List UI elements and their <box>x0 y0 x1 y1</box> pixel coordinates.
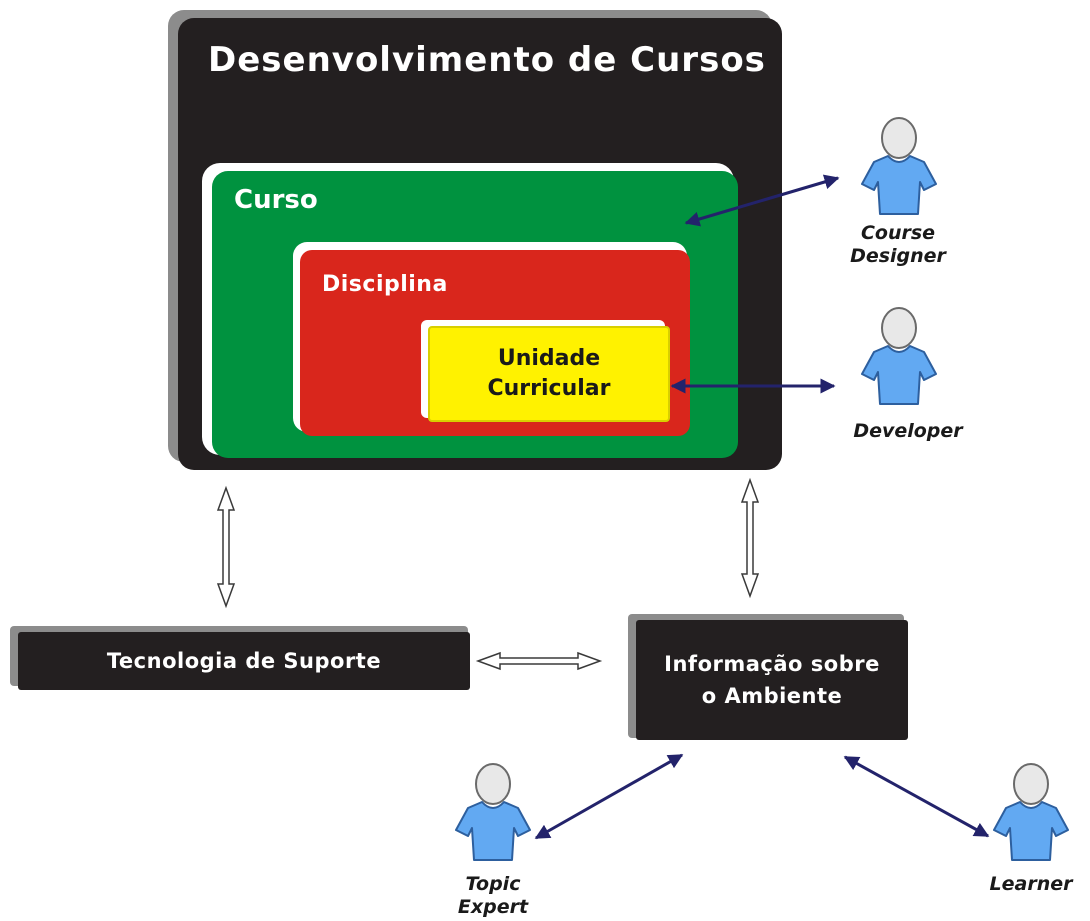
hollow-arrow-main-informacao <box>740 477 760 599</box>
user-icon <box>993 763 1069 861</box>
arrow-curso-course-designer <box>684 174 840 227</box>
developer-label: Developer <box>853 420 963 442</box>
disciplina-title: Disciplina <box>322 272 448 297</box>
curso-title: Curso <box>234 185 318 215</box>
course-designer-label: Course Designer <box>850 222 946 267</box>
topic-expert-label: Topic Expert <box>457 873 529 918</box>
hollow-arrow-tecnologia-informacao <box>475 651 603 671</box>
tecnologia-suporte-box: Tecnologia de Suporte <box>18 632 470 690</box>
arrow-informacao-topic-expert <box>534 753 684 840</box>
hollow-arrow-main-tecnologia <box>216 485 236 609</box>
learner-label: Learner <box>989 873 1073 895</box>
user-icon <box>861 307 937 405</box>
user-icon <box>455 763 531 861</box>
informacao-ambiente-box: Informação sobre o Ambiente <box>636 620 908 740</box>
unidade-curricular-box: Unidade Curricular <box>428 326 670 422</box>
arrow-informacao-learner <box>843 755 990 838</box>
user-icon <box>861 117 937 215</box>
course-development-title: Desenvolvimento de Cursos <box>208 40 766 80</box>
